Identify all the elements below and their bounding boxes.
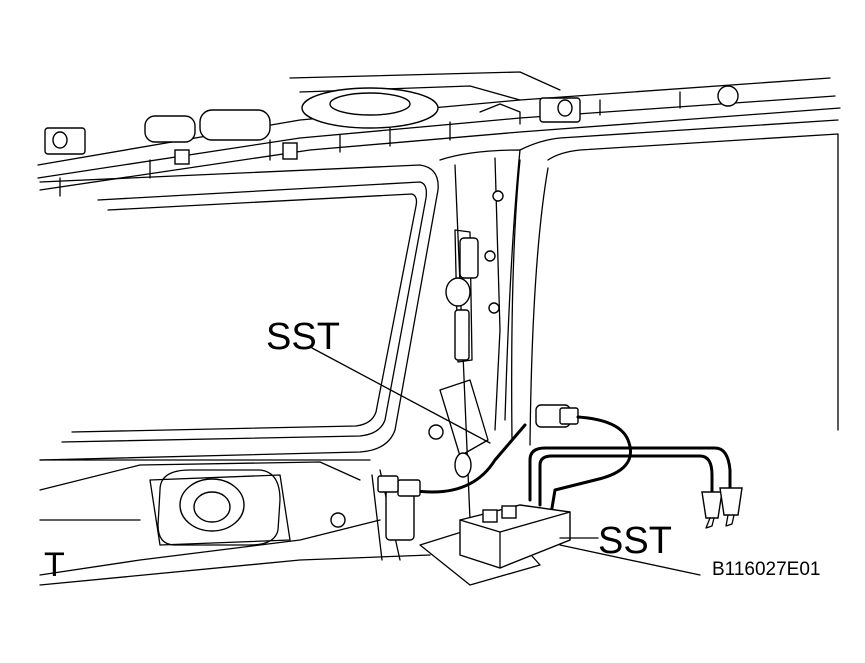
quarter-window [39, 164, 439, 461]
center-pillar [428, 149, 521, 521]
sst-harness [377, 404, 743, 529]
figure-code: B116027E01 [712, 559, 821, 580]
lower-body [39, 459, 701, 586]
roof-rail [37, 71, 841, 197]
view-mark: T [44, 546, 65, 584]
leader-lines [311, 347, 599, 539]
sst-label-upper: SST [266, 316, 340, 358]
rear-side-window [511, 119, 839, 446]
sst-label-right: SST [598, 520, 672, 562]
sst-box [459, 504, 571, 569]
leader-sst-upper [311, 347, 491, 444]
roof-clips [44, 85, 739, 165]
